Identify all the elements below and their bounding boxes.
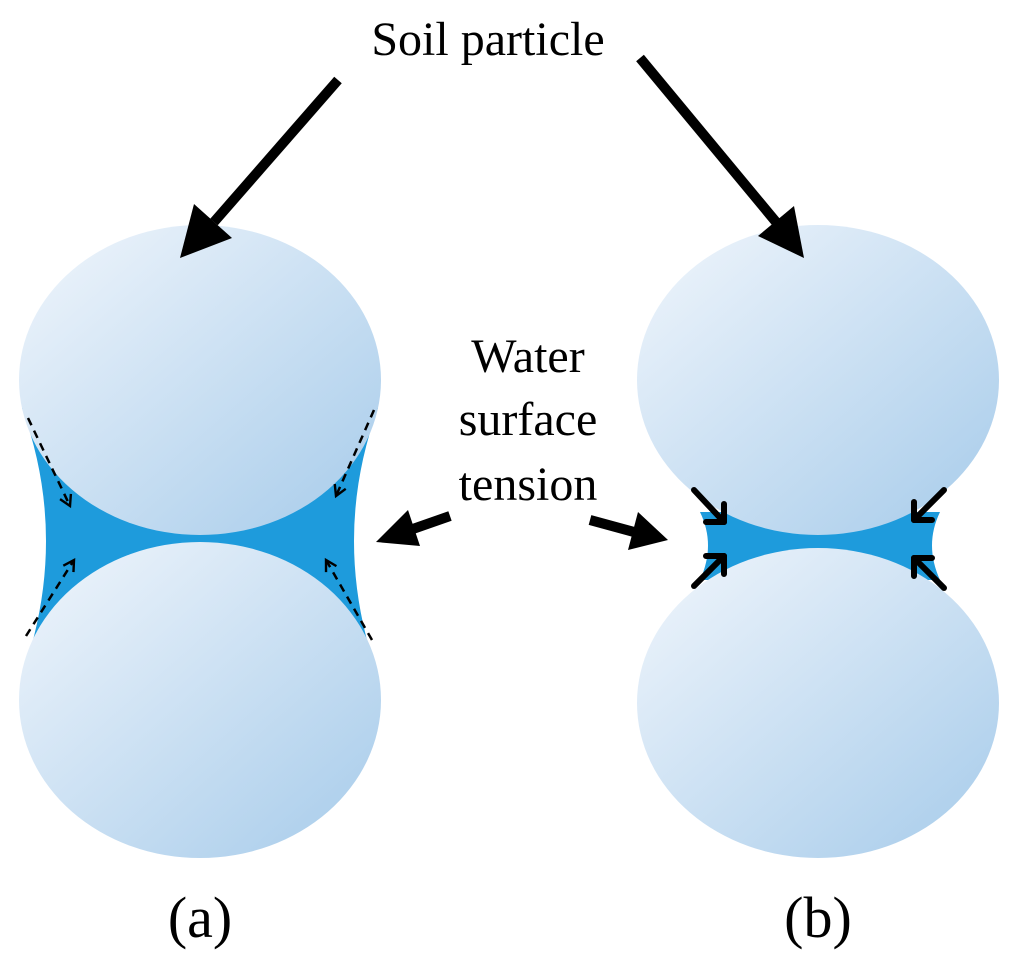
labels: Soil particle Water surface tension (a) … [168, 13, 852, 950]
panel-a-caption: (a) [168, 885, 232, 950]
inward-arrow-icon [911, 487, 947, 523]
inward-arrow-icon [691, 487, 727, 525]
water-label-line1: Water [471, 330, 584, 383]
arrow-to-meniscus-a-icon [376, 510, 452, 546]
dashed-arrow-icon [324, 557, 374, 641]
water-label-line3: tension [459, 458, 598, 511]
soil-particle-b-bottom [637, 548, 999, 858]
tension-arrows-a [24, 409, 376, 641]
soil-particle-a-top [19, 225, 381, 535]
arrow-to-meniscus-b-icon [588, 512, 668, 550]
inward-arrow-icon [691, 553, 727, 589]
soil-particle-b-top [637, 225, 999, 535]
inward-arrow-icon [911, 555, 947, 591]
dashed-arrow-icon [24, 557, 76, 637]
arrow-to-particle-b-icon [636, 54, 804, 258]
panel-b-caption: (b) [784, 885, 852, 950]
dashed-arrow-icon [333, 409, 376, 499]
soil-particle-a-bottom [19, 542, 381, 858]
pointer-arrows [180, 54, 804, 550]
arrow-to-particle-a-icon [180, 76, 342, 258]
water-label-line2: surface [459, 393, 598, 446]
panel-a [19, 225, 381, 858]
dashed-arrow-icon [26, 417, 73, 509]
tension-arrows-b [691, 487, 947, 591]
panel-b [637, 225, 999, 858]
soil-particle-label: Soil particle [371, 13, 604, 66]
